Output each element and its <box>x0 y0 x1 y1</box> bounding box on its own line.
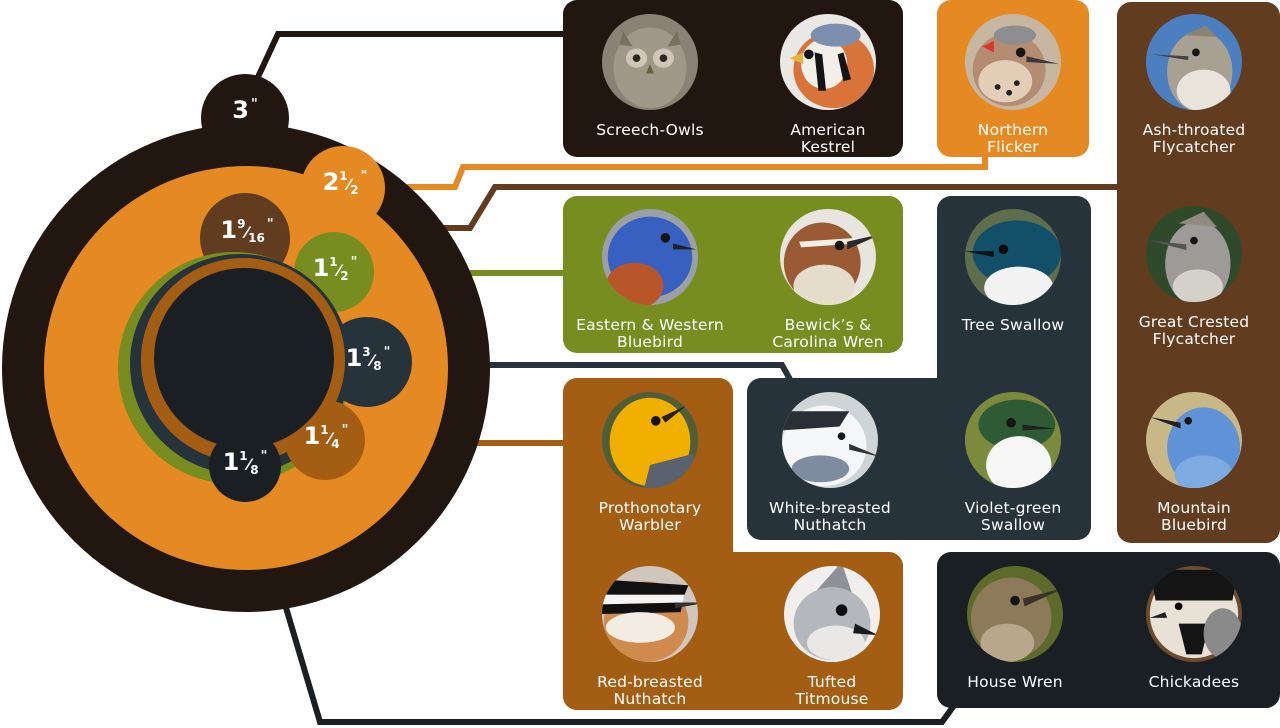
connector-2-1-2 <box>380 150 988 190</box>
bewicks-wren-photo <box>780 209 876 305</box>
bird-name: Bewick’s & Carolina Wren <box>772 316 884 351</box>
prothonotary-warbler-photo <box>602 392 698 488</box>
bird-ash-throated-flycatcher: Ash-throated Flycatcher <box>1114 14 1274 156</box>
connector-1-3-8 <box>400 362 795 385</box>
bird-name: White-breasted Nuthatch <box>769 499 891 534</box>
bird-white-breasted-nuthatch: White-breasted Nuthatch <box>750 392 910 534</box>
hole-label-1-1-4: 11⁄4" <box>303 422 349 451</box>
hole-label-2-1-2: 21⁄2" <box>322 168 368 197</box>
bird-name: Eastern & Western Bluebird <box>576 316 724 351</box>
white-breasted-nuthatch-photo <box>782 392 878 488</box>
hole-label-1-1-2: 11⁄2" <box>312 254 358 283</box>
bird-name: Great Crested Flycatcher <box>1138 313 1250 348</box>
bird-tufted-titmouse: Tufted Titmouse <box>752 566 912 708</box>
bird-northern-flicker: Northern Flicker <box>933 14 1093 156</box>
screech-owl-photo <box>602 14 698 110</box>
bird-mountain-bluebird: Mountain Bluebird <box>1114 392 1274 534</box>
bird-bewicks-wren: Bewick’s & Carolina Wren <box>748 209 908 351</box>
bird-great-crested-flycatcher: Great Crested Flycatcher <box>1114 206 1274 348</box>
bird-house-wren: House Wren <box>935 566 1095 691</box>
bird-screech-owl: Screech-Owls <box>570 14 730 139</box>
bird-name: Tufted Titmouse <box>795 673 869 708</box>
tree-swallow-photo <box>965 209 1061 305</box>
bird-tree-swallow: Tree Swallow <box>933 209 1093 334</box>
bird-name: Mountain Bluebird <box>1157 499 1231 534</box>
bird-name: House Wren <box>967 673 1063 691</box>
chickadee-photo <box>1146 566 1242 662</box>
bird-american-kestrel: American Kestrel <box>748 14 908 156</box>
ash-throated-flycatcher-photo <box>1146 14 1242 110</box>
house-wren-photo <box>967 566 1063 662</box>
tab-2-1-2 <box>301 146 385 230</box>
hole-label-1-9-16: 19⁄16" <box>220 216 274 245</box>
tab-3in <box>201 74 289 162</box>
bird-name: Chickadees <box>1148 673 1240 691</box>
eastern-bluebird-photo <box>602 209 698 305</box>
bird-name: Ash-throated Flycatcher <box>1142 121 1246 156</box>
bird-chickadee: Chickadees <box>1114 566 1274 691</box>
bird-eastern-bluebird: Eastern & Western Bluebird <box>570 209 730 351</box>
tufted-titmouse-photo <box>784 566 880 662</box>
hole-label-1-3-8: 13⁄8" <box>345 344 391 373</box>
bird-name: Violet-green Swallow <box>964 499 1062 534</box>
bird-name: Prothonotary Warbler <box>598 499 702 534</box>
tab-1-1-8 <box>209 430 281 502</box>
northern-flicker-photo <box>965 14 1061 110</box>
bird-name: Tree Swallow <box>961 316 1065 334</box>
bird-name: Red-breasted Nuthatch <box>597 673 703 708</box>
hole-label-3in: 3" <box>232 96 258 124</box>
bird-red-breasted-nuthatch: Red-breasted Nuthatch <box>570 566 730 708</box>
bird-prothonotary-warbler: Prothonotary Warbler <box>570 392 730 534</box>
bird-violet-green-swallow: Violet-green Swallow <box>933 392 1093 534</box>
bird-name: Northern Flicker <box>977 121 1049 156</box>
mountain-bluebird-photo <box>1146 392 1242 488</box>
tab-1-3-8 <box>322 317 412 407</box>
connector-3in <box>235 31 570 122</box>
great-crested-flycatcher-photo <box>1146 206 1242 302</box>
hole-label-1-1-8: 11⁄8" <box>222 448 268 477</box>
bird-name: American Kestrel <box>790 121 866 156</box>
ring-1-1-8 <box>154 268 334 448</box>
american-kestrel-photo <box>780 14 876 110</box>
red-breasted-nuthatch-photo <box>602 566 698 662</box>
bird-name: Screech-Owls <box>596 121 704 139</box>
violet-green-swallow-photo <box>965 392 1061 488</box>
